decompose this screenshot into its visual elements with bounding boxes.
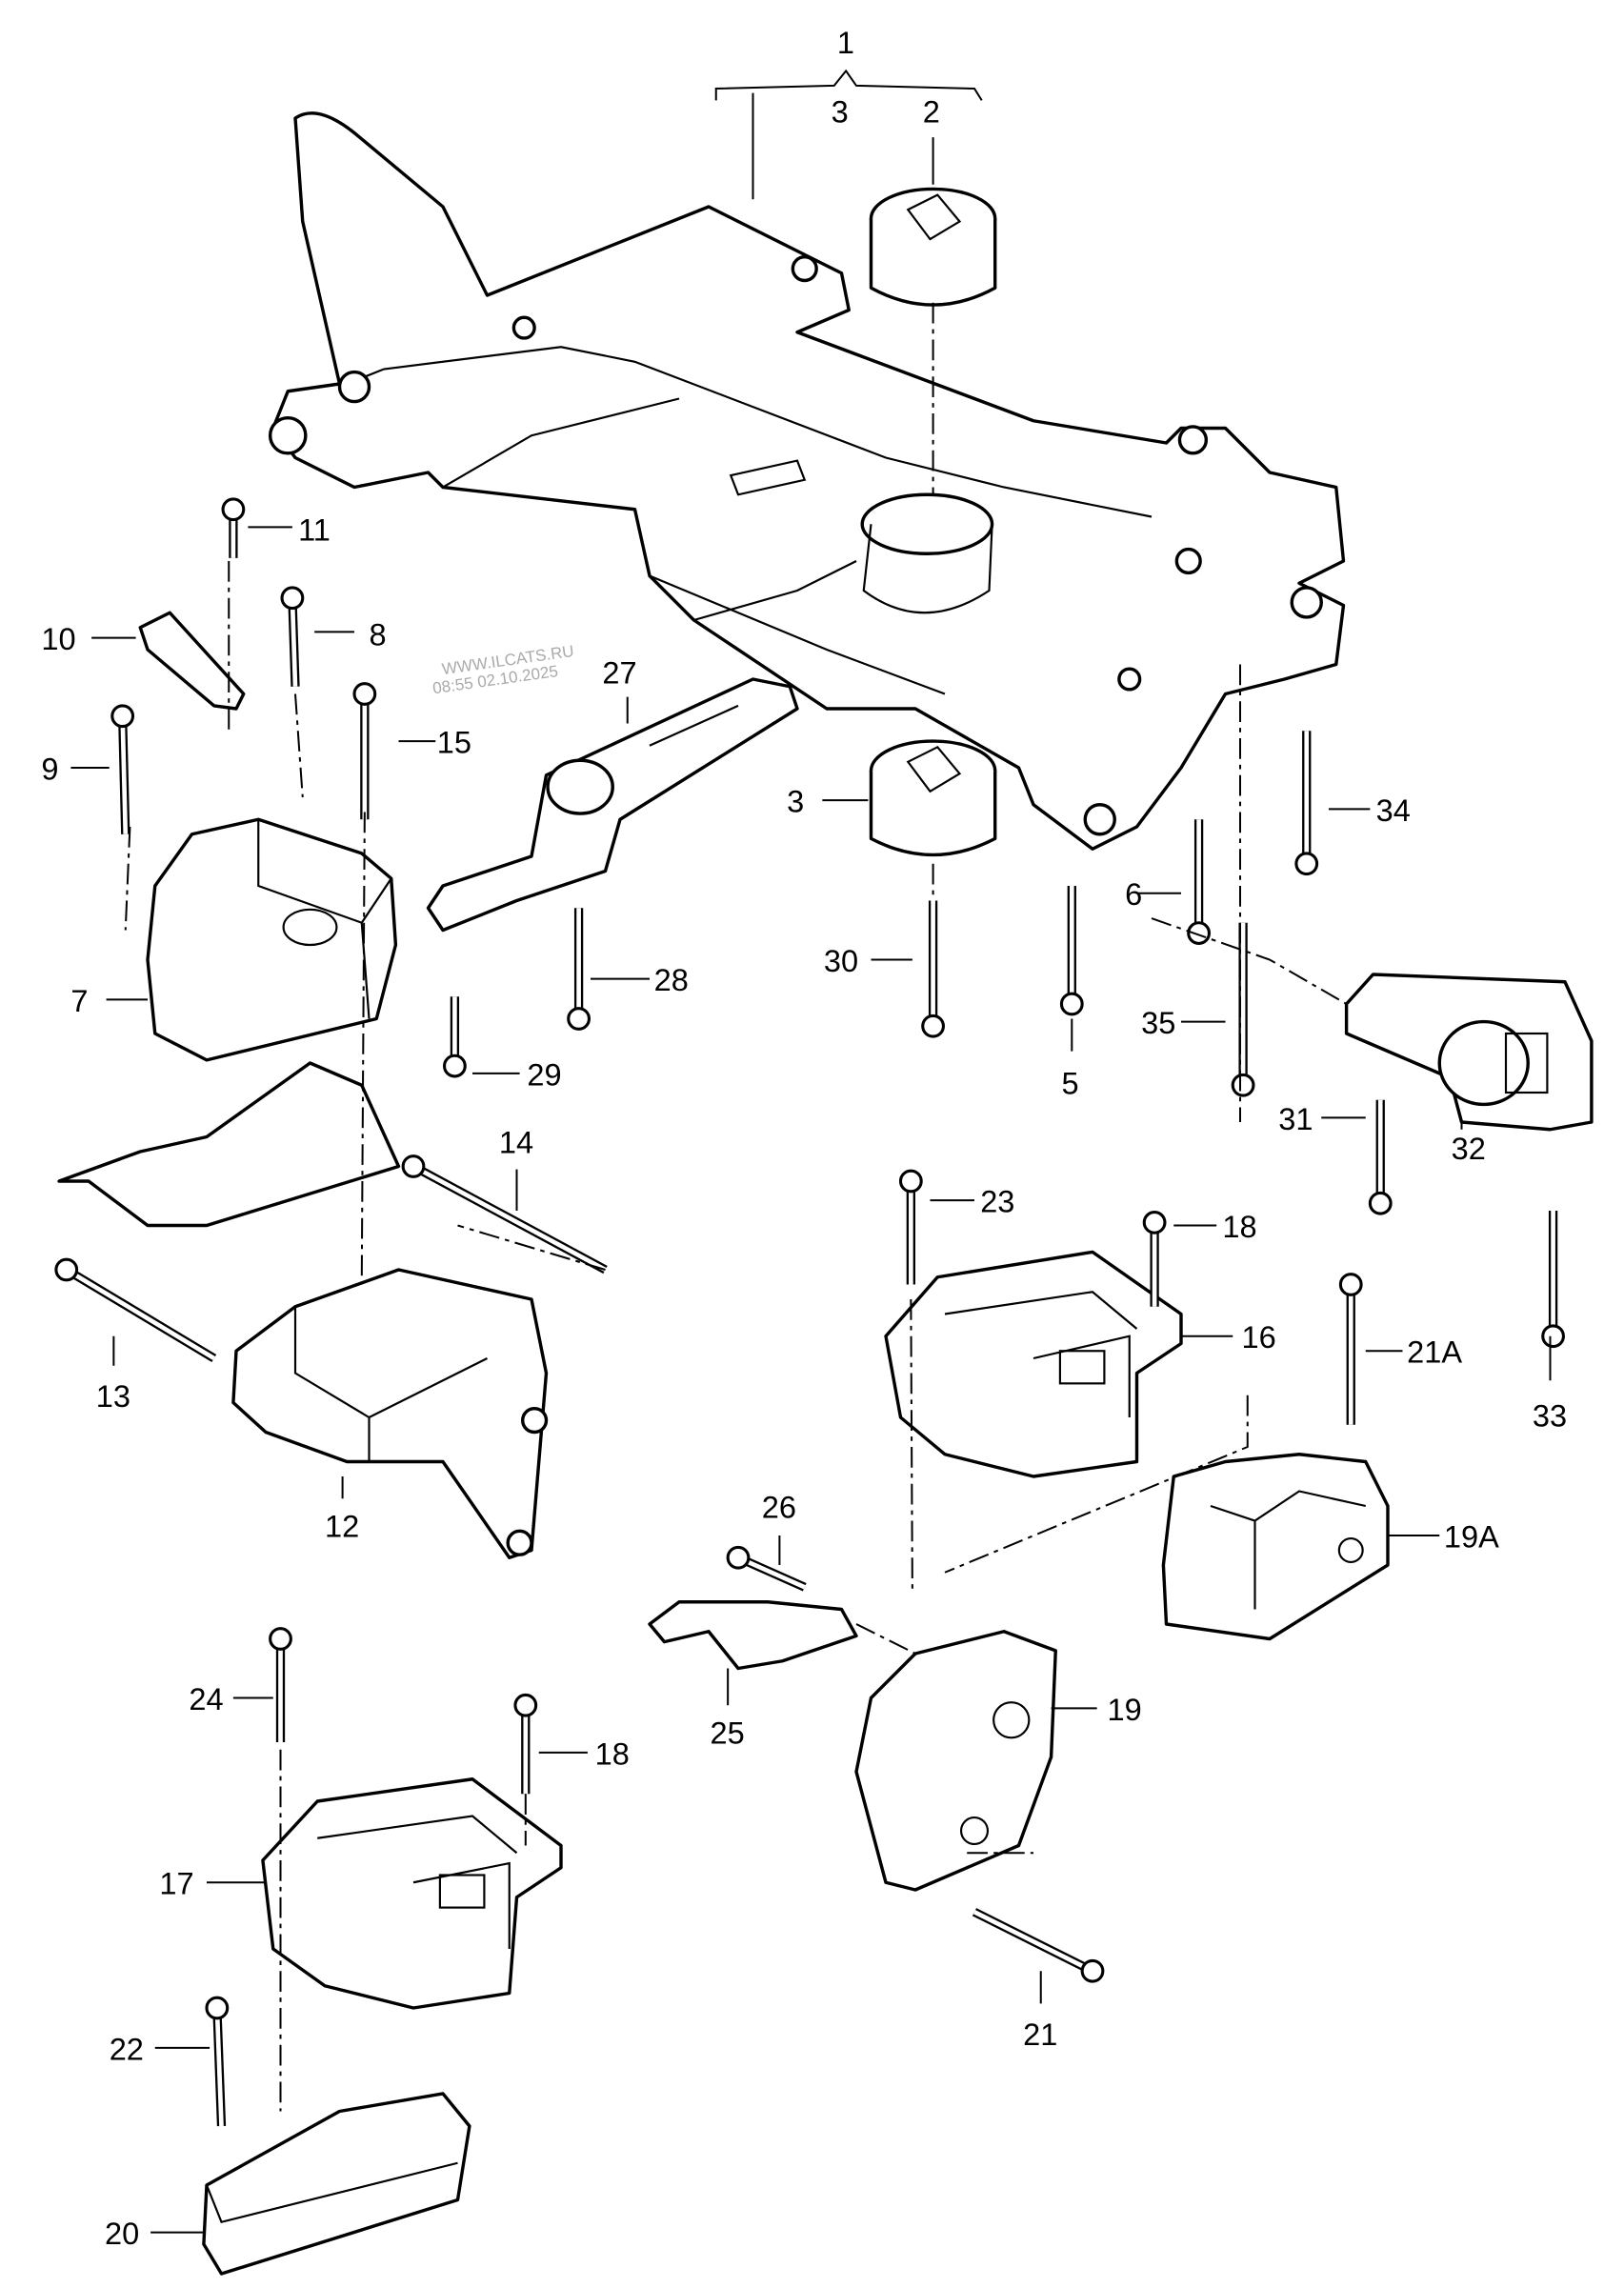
engine-carrier xyxy=(57,1061,549,1559)
label-19: 19 xyxy=(1108,1693,1142,1727)
label-23: 23 xyxy=(980,1185,1014,1219)
leader-lines xyxy=(70,69,1552,2234)
gearbox-mount-19a xyxy=(1161,1453,1390,1641)
bolt-icon xyxy=(1142,1210,1167,1307)
label-10: 10 xyxy=(41,622,75,656)
gearbox-mount-16 xyxy=(884,1250,1183,1478)
gearbox-mount-17 xyxy=(261,1777,563,2010)
label-5: 5 xyxy=(1061,1067,1078,1101)
rubber-bushing-upper xyxy=(869,187,997,307)
bolt-icon xyxy=(972,1908,1105,1983)
label-21a: 21A xyxy=(1407,1335,1462,1370)
label-21: 21 xyxy=(1023,2017,1057,2052)
label-13: 13 xyxy=(96,1379,130,1414)
label-25: 25 xyxy=(711,1716,745,1751)
label-15: 15 xyxy=(437,726,471,760)
gearbox-bracket xyxy=(854,1630,1057,1892)
label-12: 12 xyxy=(325,1510,359,1544)
label-22: 22 xyxy=(110,2032,144,2066)
bolt-icon xyxy=(567,908,591,1031)
label-7: 7 xyxy=(70,984,88,1018)
bolt-icon xyxy=(205,1996,230,2127)
label-28: 28 xyxy=(654,963,689,997)
bolt-icon xyxy=(726,1545,807,1592)
bolt-icon xyxy=(110,704,135,834)
bolt-icon xyxy=(513,1693,538,1795)
bolt-icon xyxy=(221,497,246,558)
label-31: 31 xyxy=(1278,1102,1313,1136)
label-8: 8 xyxy=(370,617,387,652)
bolt-icon xyxy=(1231,922,1255,1097)
bolt-icon xyxy=(1294,731,1319,876)
label-26: 26 xyxy=(762,1490,796,1524)
rubber-bushing-lower xyxy=(869,739,997,857)
bolt-icon xyxy=(1338,1273,1363,1425)
bolt-icon xyxy=(1187,819,1211,945)
label-9: 9 xyxy=(41,752,58,786)
bolt-icon xyxy=(269,1627,292,1742)
bolt-icon xyxy=(921,900,945,1038)
label-1: 1 xyxy=(837,26,854,60)
bracket xyxy=(138,611,246,711)
bolt-icon xyxy=(54,1257,217,1362)
engine-mount-left xyxy=(146,817,398,1062)
bolt-icon xyxy=(1059,885,1084,1016)
support-bracket xyxy=(648,1600,858,1671)
label-17: 17 xyxy=(159,1867,193,1901)
label-35: 35 xyxy=(1141,1006,1175,1040)
label-33: 33 xyxy=(1533,1398,1567,1433)
label-34: 34 xyxy=(1376,793,1411,828)
watermark: WWW.ILCATS.RU 08:55 02.10.2025 xyxy=(431,642,575,697)
label-16: 16 xyxy=(1242,1320,1276,1355)
bolt-icon xyxy=(442,996,467,1078)
bushing-bracket xyxy=(1344,973,1594,1132)
gearbox-support-base xyxy=(202,2092,471,2276)
label-2: 2 xyxy=(923,95,940,130)
bolt-icon xyxy=(280,586,305,687)
label-3: 3 xyxy=(787,785,804,819)
bolt-icon xyxy=(1541,1210,1565,1349)
label-27: 27 xyxy=(602,656,636,691)
label-11: 11 xyxy=(298,512,331,547)
label-18: 18 xyxy=(1222,1210,1256,1244)
part-number-labels: 1 3 2 11 8 10 9 15 27 3 34 6 7 28 30 29 … xyxy=(41,26,1567,2251)
label-29: 29 xyxy=(527,1057,561,1092)
label-19a: 19A xyxy=(1444,1519,1499,1554)
subframe xyxy=(268,111,1346,851)
label-18-lower: 18 xyxy=(595,1736,630,1771)
label-30: 30 xyxy=(824,944,858,978)
bolt-icon xyxy=(401,1154,608,1274)
label-20: 20 xyxy=(105,2217,139,2251)
bolt-icon xyxy=(898,1169,923,1285)
pendulum-support xyxy=(426,677,799,933)
bolt-icon xyxy=(352,682,377,820)
label-6: 6 xyxy=(1125,877,1142,912)
bolt-icon xyxy=(1368,1099,1393,1215)
assembly-lines xyxy=(124,302,1348,2112)
label-3-top: 3 xyxy=(832,95,849,130)
label-32: 32 xyxy=(1452,1132,1486,1166)
bolts xyxy=(54,497,1565,2127)
label-24: 24 xyxy=(189,1682,223,1716)
label-14: 14 xyxy=(499,1126,533,1160)
